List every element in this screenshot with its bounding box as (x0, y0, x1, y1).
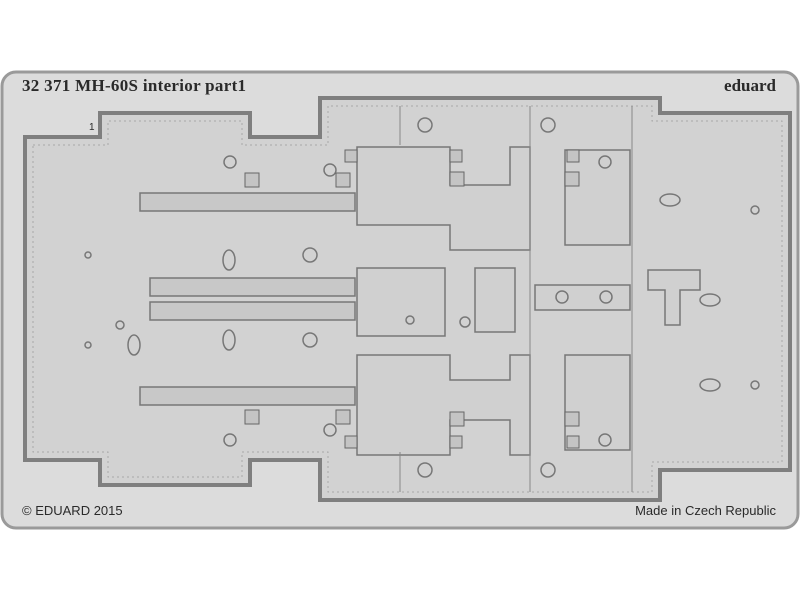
seat-rails (139, 192, 356, 406)
brackets (244, 149, 580, 449)
brand-logo: eduard (724, 76, 776, 95)
copyright-text: © EDUARD 2015 (22, 503, 123, 518)
fret-title: 32 371 MH-60S interior part1 (22, 76, 247, 95)
origin-text: Made in Czech Republic (635, 503, 776, 518)
part-number: 1 (89, 122, 95, 133)
fittings (84, 117, 760, 478)
floor-panel-inner (32, 105, 783, 493)
